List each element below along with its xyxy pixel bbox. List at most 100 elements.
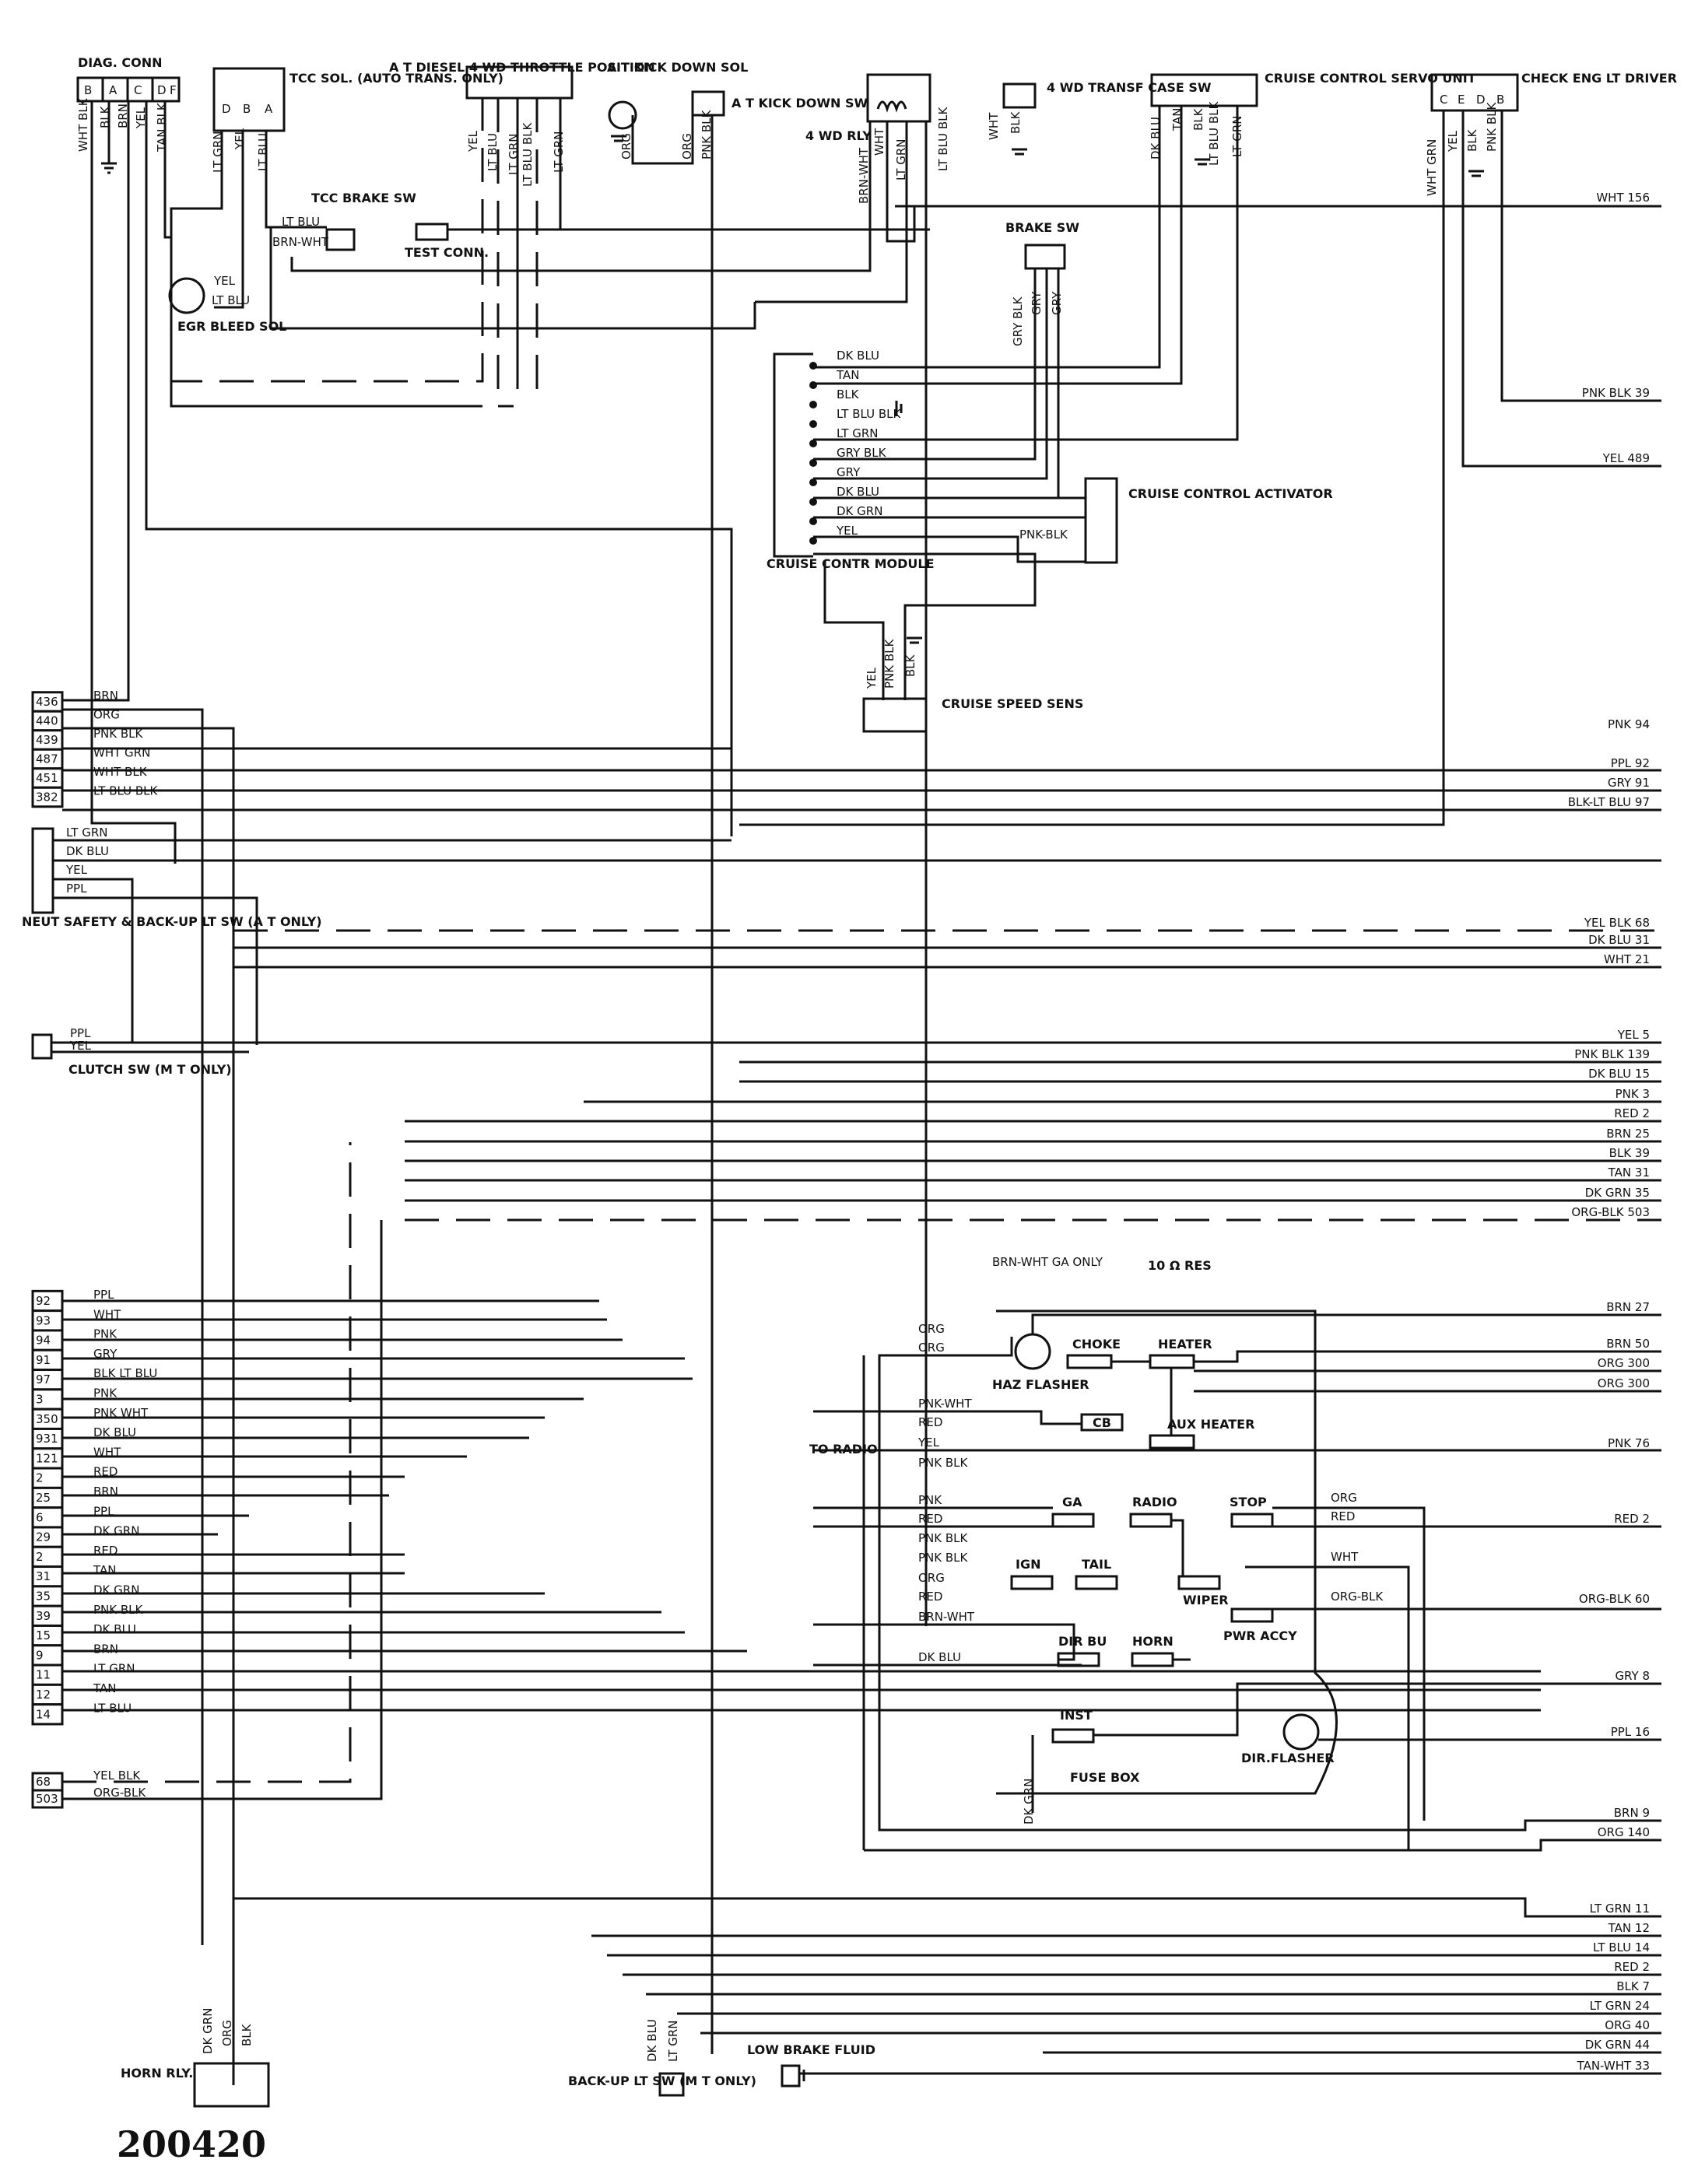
vertical-wire-label: WHT [872,128,886,156]
wire-label: PPL [93,1288,114,1302]
right-wire-label: BRN 27 [1606,1300,1650,1314]
wire-label: DK BLU [93,1425,136,1439]
right-wire-label: PPL 92 [1611,756,1650,770]
vertical-wire-label: LT BLU BLK [1207,100,1221,166]
ground-icon [1468,170,1484,177]
connector-pin-number: 14 [36,1707,51,1721]
right-wire-label: ORG-BLK 60 [1579,1592,1650,1606]
label-check-eng: CHECK ENG LT DRIVER [1521,71,1677,86]
connector-pin-box [31,786,64,808]
connector-pin-number: 3 [36,1393,44,1407]
label-activator: CRUISE CONTROL ACTIVATOR [1128,486,1333,501]
junction-dot [809,362,817,370]
right-wire-label: DK BLU 31 [1588,933,1650,947]
connector-pin-number: 121 [36,1451,58,1465]
svg-text:B: B [84,83,92,97]
vertical-wire-label: LT BLU [486,133,500,171]
connector-pin-number: 31 [36,1569,51,1583]
vertical-wire-label: DK GRN [1022,1779,1036,1825]
right-wire-label: BRN 50 [1606,1337,1650,1351]
vertical-wire-label: LT BLU BLK [936,106,950,171]
label-dir-flasher: DIR.FLASHER [1241,1751,1335,1765]
right-wire-label: YEL 489 [1602,451,1650,465]
label-to-radio: TO RADIO [809,1442,878,1457]
connector-pin-box [31,710,64,732]
connector-pin-number: 9 [36,1648,44,1662]
fuse-stop: STOP [1230,1495,1267,1509]
vertical-wire-label: WHT GRN [1425,139,1439,196]
label-clutch-sw: CLUTCH SW (M T ONLY) [68,1062,232,1077]
connector-pin-number: 436 [36,695,58,709]
right-wire-label: RED 2 [1614,1512,1650,1526]
label-test-conn: TEST CONN. [405,245,489,260]
connector-pin-box [31,1447,64,1470]
vertical-wire-label: ORG [220,2020,234,2046]
fusebox-wire-label: RED [918,1512,942,1526]
fusebox-right-label: RED [1331,1509,1355,1523]
kickdown-sw-body [691,90,725,117]
label-throttle-position: A T DIESEL 4 WD THROTTLE POSITION [389,60,655,75]
junction-dot [809,381,817,389]
fuse-labels: CHOKE HEATER AUX HEATER CB GA RADIO STOP… [1016,1337,1297,1723]
wire-label: LT GRN [93,1662,135,1676]
vertical-wire-label: BLK [903,654,917,677]
connector-pin-number: 39 [36,1609,51,1623]
fuse-ign: IGN [1016,1557,1040,1572]
clutch-wire-label: PPL [70,1026,91,1040]
vertical-wire-label: YEL [466,130,480,152]
clutch-wire-label: YEL [69,1039,92,1053]
connector-pin-box [31,1545,64,1569]
vertical-wire-label: BLK [98,105,112,128]
right-wire-label: ORG 140 [1598,1825,1650,1839]
module-wire-label: TAN [836,368,859,382]
wire-label: RED [93,1544,118,1558]
fuse-heater: HEATER [1158,1337,1212,1351]
fuse-wiper: WIPER [1183,1593,1229,1607]
connector-pin-box [31,1369,64,1391]
neut-wire-label: DK BLU [66,844,109,858]
wire-label: GRY [93,1347,118,1361]
right-wire-label: ORG 40 [1605,2018,1650,2032]
egr-sol-body [168,277,205,314]
misc-wire-label: PNK-BLK [1019,528,1068,542]
wire-label: BLK LT BLU [93,1366,157,1380]
component-labels: DIAG. CONN TCC SOL. (AUTO TRANS. ONLY) A… [22,55,1677,2088]
ground-icon [1195,158,1210,166]
wire-label: BRN [93,689,118,703]
label-servo: CRUISE CONTROL SERVO UNIT [1265,71,1476,86]
fusebox-right-label: ORG-BLK [1331,1590,1384,1604]
vertical-wire-label: LT GRN [507,134,521,176]
wire-label: PNK [93,1327,118,1341]
fusebox-wire-label: ORG [918,1571,945,1585]
wire-label: DK GRN [93,1583,139,1597]
connector-pin-number: 487 [36,752,58,766]
right-wire-label: WHT 21 [1604,952,1650,966]
clutch-sw-body [31,1033,53,1060]
vertical-wire-label: BRN-WHT [857,147,871,204]
connector-pin-number: 25 [36,1491,51,1505]
fusebox-wire-label: PNK [918,1493,942,1507]
neut-wire-label: LT GRN [66,826,108,840]
tcc-sol-body [212,67,286,132]
junction-dot [809,517,817,525]
ground-icon [1012,148,1027,156]
vertical-wire-label: BLK [1191,107,1205,131]
vertical-wire-label: BLK [1465,128,1479,152]
misc-wire-label: BRN-WHT [272,235,329,249]
junction-dot [809,479,817,486]
right-wire-label: ORG-BLK 503 [1571,1205,1650,1219]
wire-label: WHT GRN [93,746,150,760]
module-body [773,352,813,558]
connector-pin-box [31,1789,64,1809]
ground-icon [101,162,117,174]
fuse-radio: RADIO [1132,1495,1177,1509]
wire-label: BRN [93,1642,118,1656]
label-neut-sw: NEUT SAFETY & BACK-UP LT SW (A T ONLY) [22,914,322,929]
svg-text:A: A [109,83,118,97]
label-kickdown-sw: A T KICK DOWN SW [731,96,868,110]
vertical-wire-label: DK BLU [645,2019,659,2062]
fusebox-wire-label: DK BLU [918,1650,961,1664]
module-wire-label: GRY BLK [837,446,887,460]
